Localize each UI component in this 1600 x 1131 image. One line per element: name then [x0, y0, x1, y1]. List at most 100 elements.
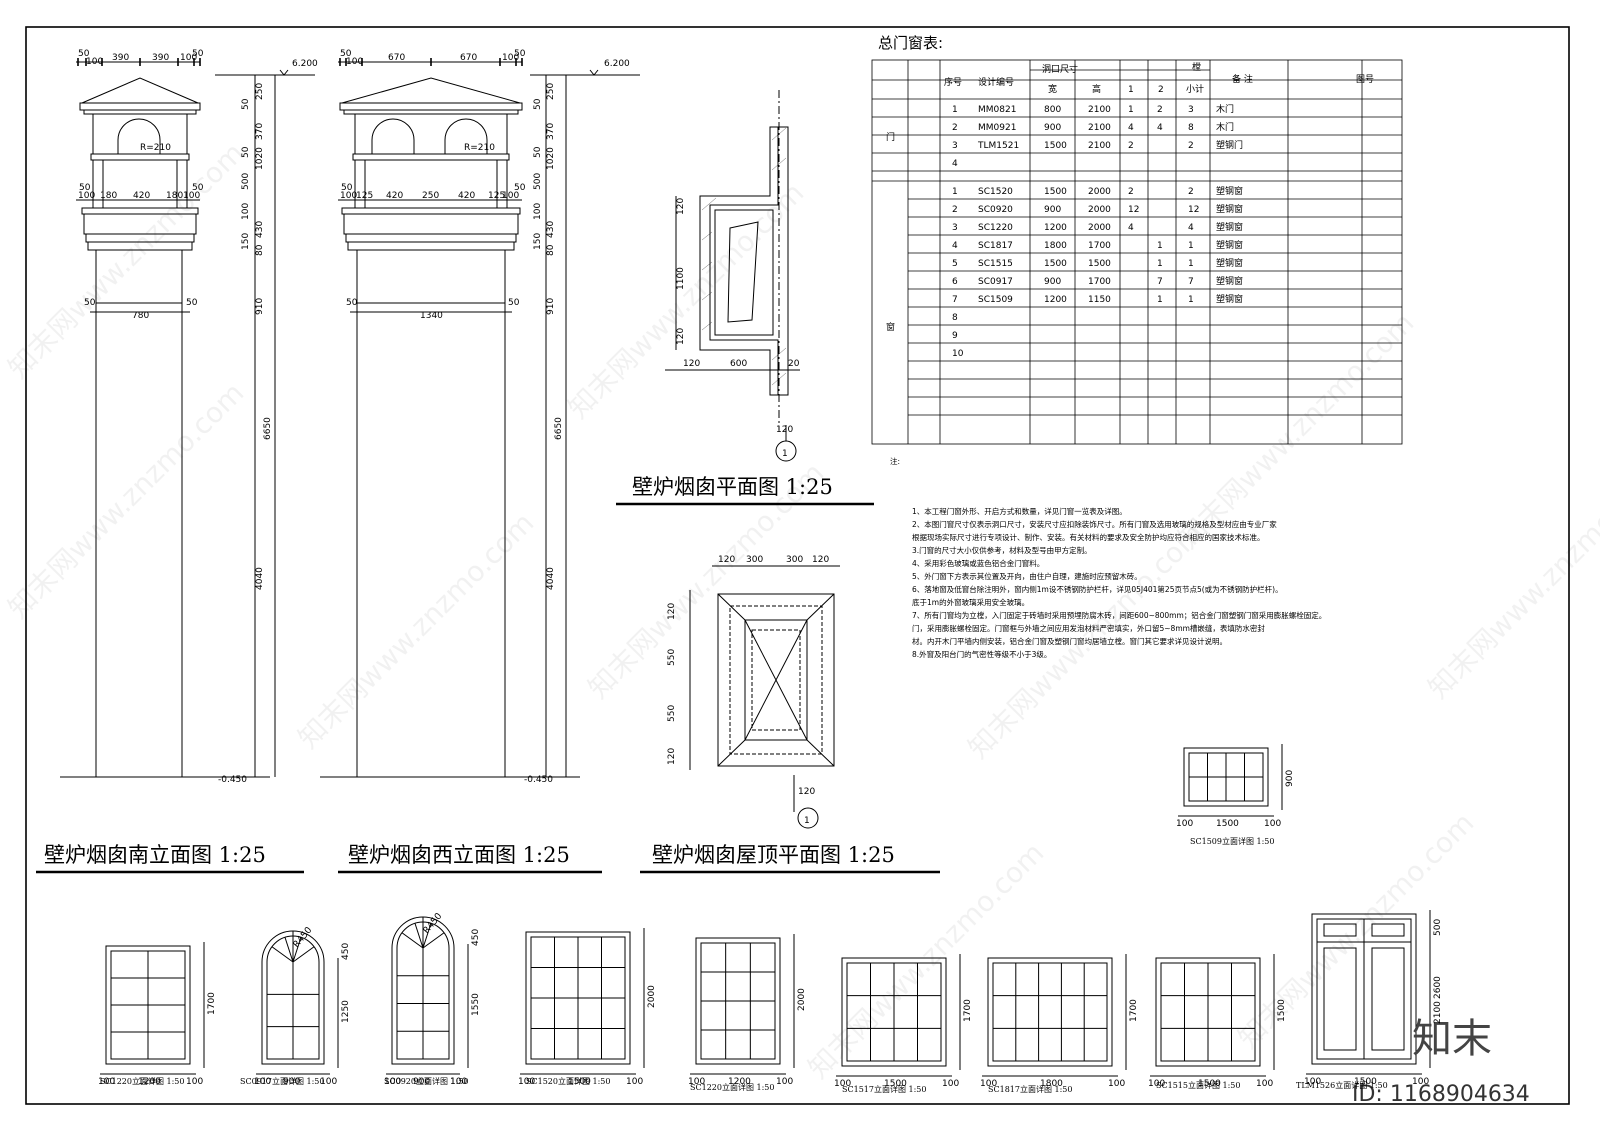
dim: 100: [180, 53, 197, 63]
detail-height: 900: [1285, 770, 1295, 787]
detail-dim: 100: [1108, 1079, 1125, 1089]
table-cell: 900: [1044, 205, 1061, 215]
th-window-label: 窗: [886, 321, 895, 333]
th-door-label: 门: [886, 131, 895, 143]
table-cell: 1: [1188, 259, 1194, 269]
detail-height: 2000: [647, 985, 657, 1008]
table-cell: 1: [1157, 241, 1163, 251]
window-detail: [690, 934, 795, 1075]
table-cell: 2100: [1088, 141, 1111, 151]
detail-caption: SC1517立面详图 1:50: [842, 1084, 926, 1094]
table-cell: 1: [1188, 241, 1194, 251]
table-cell: 4: [952, 241, 958, 251]
detail-dim: 100: [186, 1077, 203, 1087]
dim: 150: [241, 233, 251, 250]
dim: 4040: [546, 567, 556, 590]
dim: 550: [667, 649, 677, 666]
th-no: 序号: [944, 76, 962, 88]
table-cell: 900: [1044, 277, 1061, 287]
table-cell: 9: [952, 331, 958, 341]
window-detail: [256, 930, 339, 1075]
znzmo-logo: 知末: [1412, 1016, 1492, 1062]
detail-caption: SC1817立面详图 1:50: [988, 1084, 1072, 1094]
table-cell: SC1520: [978, 187, 1013, 197]
table-cell: 1: [1157, 259, 1163, 269]
th-h: 高: [1092, 83, 1101, 95]
detail-dim: 100: [320, 1077, 337, 1087]
detail-width: 1200: [138, 1077, 161, 1087]
detail-dim: 100: [776, 1077, 793, 1087]
note-line: 1、本工程门窗外形、开启方式和数量，详见门窗一览表及详图。: [912, 506, 1127, 516]
dim: 1020: [546, 147, 556, 170]
table-cell: 8: [952, 313, 958, 323]
th-code: 设计编号: [978, 76, 1014, 88]
table-cell: 1200: [1044, 295, 1067, 305]
table-cell: 4: [952, 159, 958, 169]
table-cell: 7: [952, 295, 958, 305]
note-line: 7、所有门窗均为立樘，入门固定于砖墙时采用预埋防腐木砖，间距600~800mm；…: [912, 610, 1326, 620]
table-cell: 1500: [1044, 187, 1067, 197]
dim: 120: [776, 425, 793, 435]
table-cell: 2: [952, 205, 958, 215]
dim: 125: [488, 191, 505, 201]
table-cell: 1: [1128, 105, 1134, 115]
dim: 50: [508, 298, 520, 308]
dim: 125: [356, 191, 373, 201]
detail-width: 1500: [884, 1079, 907, 1089]
detail-dim: 100: [1304, 1077, 1321, 1087]
dim: 50: [79, 183, 91, 193]
detail-caption: TLM1526立面详图 1:50: [1296, 1080, 1388, 1090]
table-cell: 塑钢窗: [1216, 239, 1243, 251]
dim: 100: [346, 57, 363, 67]
dim: 150: [533, 233, 543, 250]
detail-width: 900: [413, 1077, 430, 1087]
detail-dim: 100: [1176, 819, 1193, 829]
detail-dim: 100: [254, 1077, 271, 1087]
window-detail: [520, 928, 645, 1075]
detail-dim: 100: [688, 1077, 705, 1087]
dim: 100: [183, 191, 200, 201]
note-line: 4、采用彩色玻璃或蓝色铝合金门窗料。: [912, 558, 1044, 568]
window-detail: [386, 916, 469, 1075]
detail-height: 2600: [1433, 976, 1443, 999]
dim: 50: [533, 146, 543, 158]
window-detail: [982, 954, 1127, 1077]
detail-dim: 100: [626, 1077, 643, 1087]
level-top: 6.200: [292, 59, 318, 69]
detail-height: 1500: [1277, 999, 1287, 1022]
dim: 390: [112, 53, 129, 63]
level-bottom: -0.450: [218, 775, 247, 785]
dim: 180: [166, 191, 183, 201]
dim: 50: [84, 298, 96, 308]
dim: 100: [86, 57, 103, 67]
dim: 420: [458, 191, 475, 201]
detail-width: 900: [283, 1077, 300, 1087]
dim: 250: [255, 83, 265, 100]
th-atlas: 图号: [1356, 74, 1374, 85]
window-detail: [100, 942, 205, 1075]
dim: 120: [798, 787, 815, 797]
th-q1: 1: [1128, 85, 1134, 95]
dim: 550: [667, 705, 677, 722]
dim: 100: [502, 191, 519, 201]
detail-caption: SC1520立面详图 1:50: [526, 1076, 610, 1086]
dim: 500: [533, 173, 543, 190]
detail-arch: 450: [341, 943, 351, 960]
window-detail: [1178, 744, 1283, 817]
note-line: 根据现场实际尺寸进行专项设计、制作、安装。有关材料的要求及安全防护均应符合相应的…: [912, 532, 1265, 542]
detail-dim: 100: [942, 1079, 959, 1089]
dim: 600: [730, 359, 747, 369]
detail-height: 1550: [471, 993, 481, 1016]
table-cell: 木门: [1216, 121, 1234, 133]
table-cell: 900: [1044, 123, 1061, 133]
dim: 420: [386, 191, 403, 201]
dim: 390: [152, 53, 169, 63]
dim: 50: [340, 49, 352, 59]
dim: 420: [133, 191, 150, 201]
table-cell: 3: [952, 141, 958, 151]
table-cell: 1150: [1088, 295, 1111, 305]
th-remark: 备 注: [1232, 73, 1253, 85]
west-elevation-title: 壁炉烟囱西立面图 1:25: [348, 843, 570, 867]
table-cell: 2100: [1088, 105, 1111, 115]
